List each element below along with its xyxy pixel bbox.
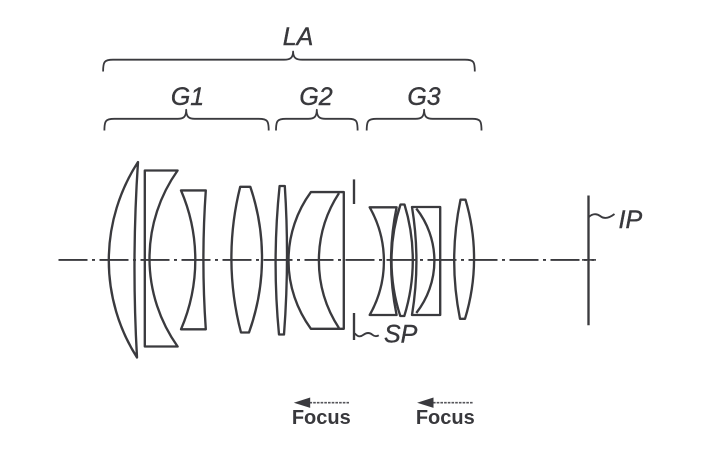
svg-text:SP: SP [384, 321, 418, 349]
svg-text:IP: IP [619, 206, 643, 234]
svg-text:Focus: Focus [292, 407, 351, 429]
svg-text:LA: LA [283, 23, 314, 51]
svg-text:G2: G2 [299, 83, 332, 111]
svg-text:Focus: Focus [416, 407, 475, 429]
svg-text:G3: G3 [407, 83, 440, 111]
svg-text:G1: G1 [171, 83, 204, 111]
